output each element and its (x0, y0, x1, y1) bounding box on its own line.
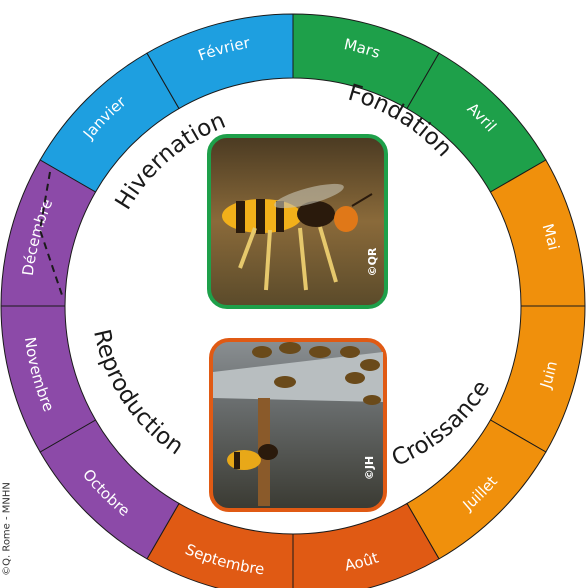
photo-credit-bottom: ©JH (363, 456, 376, 480)
image-credit-text: ©Q. Rome - MNHN (1, 482, 13, 576)
photo-hornet-top: ©QR (207, 134, 388, 309)
month-sectors (0, 13, 586, 588)
month-sector-12 (0, 159, 97, 307)
photo-hive-bottom: ©JH (209, 338, 387, 512)
image-credit: ©Q. Rome - MNHN (0, 470, 14, 588)
hornet-illustration (222, 183, 373, 291)
photo-credit-top: ©QR (366, 247, 379, 276)
